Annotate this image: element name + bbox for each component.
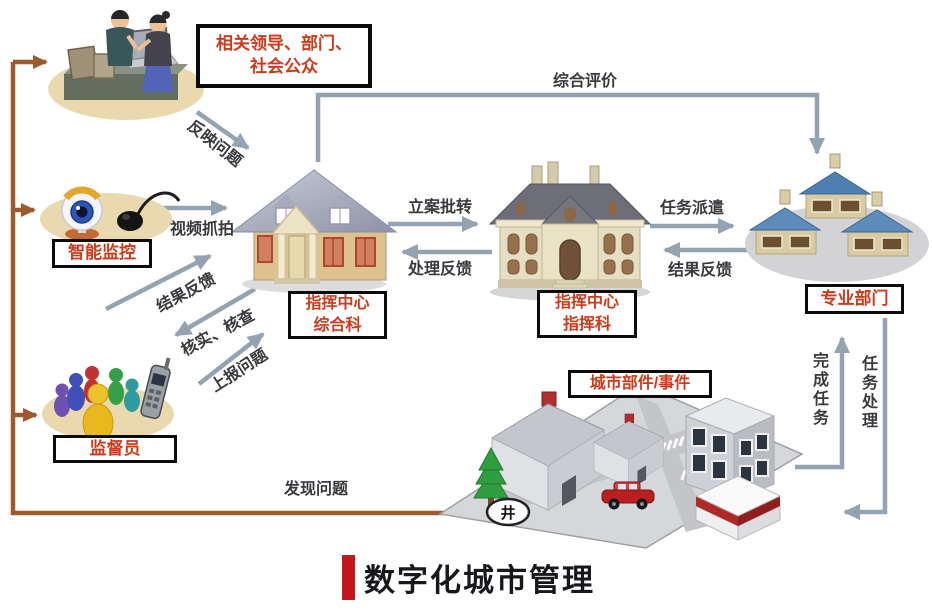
edge-label-result-feedback-right: 结果反馈 <box>667 262 733 279</box>
node-center-dispatch-line1: 指挥中心 <box>554 294 619 312</box>
node-professional-departments: 专业部门 <box>805 284 904 314</box>
edge-label-process-feedback: 处理反馈 <box>407 261 473 278</box>
arrow-comprehensive-evaluation <box>315 92 825 162</box>
arrow-complete-task <box>795 336 850 470</box>
node-supervisor-label: 监督员 <box>89 438 141 458</box>
node-city-label: 城市部件/事件 <box>589 375 691 393</box>
node-departments-label: 专业部门 <box>820 288 889 308</box>
node-intelligent-monitoring: 智能监控 <box>52 239 152 268</box>
city-kiosk <box>694 475 782 541</box>
node-monitoring-label: 智能监控 <box>68 243 136 263</box>
node-city-components-events: 城市部件/事件 <box>568 370 712 398</box>
city-illustration: 井 <box>437 383 804 549</box>
edge-label-task-processing: 任务处理 <box>859 355 876 431</box>
node-leaders-line2: 社会公众 <box>250 57 318 76</box>
command-center-general-house <box>230 169 398 293</box>
edge-label-case-transfer: 立案批转 <box>407 199 473 216</box>
well-label: 井 <box>500 504 515 522</box>
node-center-dispatch-line2: 指挥科 <box>562 316 611 333</box>
leaders-public-illustration <box>48 10 204 120</box>
edge-label-discover-problem: 发现问题 <box>283 481 349 498</box>
node-command-center-dispatch: 指挥中心 指挥科 <box>537 290 637 338</box>
arrow-result-feedback-left <box>104 253 212 312</box>
title-text: 数字化城市管理 <box>364 563 595 598</box>
edge-label-task-dispatch: 任务派遣 <box>659 200 725 217</box>
departments-houses-illustration <box>745 153 929 282</box>
title-accent-bar <box>342 555 355 600</box>
edge-label-complete-task: 完成任务 <box>810 352 827 428</box>
node-leaders-public: 相关领导、部门、 社会公众 <box>196 24 372 88</box>
car-icon <box>601 481 655 510</box>
manhole-well: 井 <box>485 497 531 527</box>
node-command-center-general: 指挥中心 综合科 <box>288 291 387 339</box>
arrow-reflect-problem <box>195 110 250 150</box>
supervisors-illustration <box>42 357 174 443</box>
city-house-large <box>490 391 606 511</box>
arrow-task-processing <box>843 318 888 520</box>
arrow-verify-check <box>174 287 257 337</box>
phone-icon <box>140 357 171 420</box>
command-center-dispatch-mansion <box>488 161 652 301</box>
edge-label-video-capture: 视频抓拍 <box>169 221 235 238</box>
tree-icon <box>473 446 509 508</box>
arrow-report-problem <box>197 332 265 386</box>
node-center-general-line2: 综合科 <box>313 317 362 334</box>
discover-problem-path <box>10 55 447 516</box>
node-center-general-line1: 指挥中心 <box>305 295 370 313</box>
webcam-icon <box>40 186 181 245</box>
city-house-small <box>593 413 665 488</box>
edge-label-comprehensive-evaluation: 综合评价 <box>552 73 618 90</box>
diagram-title: 数字化城市管理 <box>342 555 595 600</box>
city-office-building <box>684 397 776 501</box>
node-supervisor: 监督员 <box>53 435 177 463</box>
node-leaders-line1: 相关领导、部门、 <box>216 34 352 54</box>
dormer-window <box>326 194 354 225</box>
